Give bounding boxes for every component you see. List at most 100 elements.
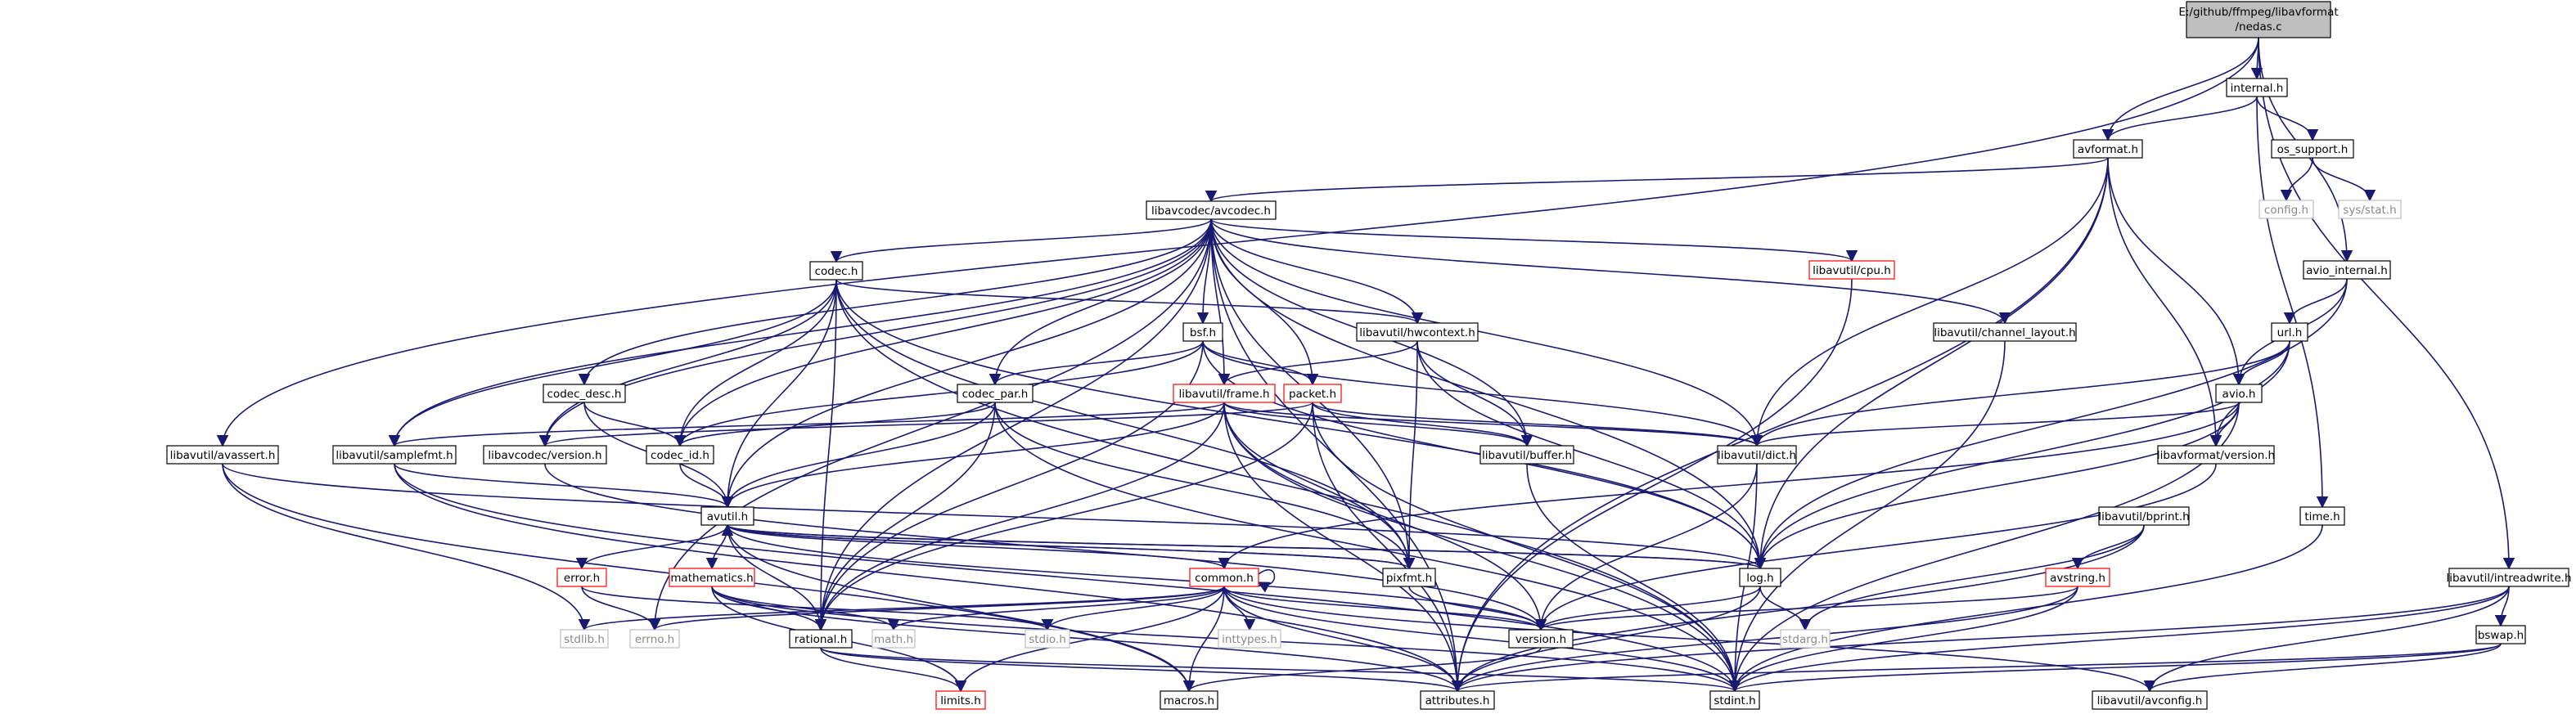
edge-packet-h-to-lavc-version-h xyxy=(539,402,1313,447)
edge-common-h-to-stdint-h xyxy=(1223,586,1741,693)
node-config-h[interactable]: config.h xyxy=(2259,200,2314,219)
edge-codec-par-h-to-pixfmt-h xyxy=(994,402,1416,570)
node-avassert-h[interactable]: libavutil/avassert.h xyxy=(166,445,279,465)
edge-codec-desc-h-to-codec-id-h xyxy=(583,402,687,447)
node-os-support-h[interactable]: os_support.h xyxy=(2271,139,2354,159)
node-inttypes-h[interactable]: inttypes.h xyxy=(1218,629,1281,649)
node-channel-layout-h[interactable]: libavutil/channel_layout.h xyxy=(1933,322,2077,342)
node-label: errno.h xyxy=(635,633,674,646)
node-avformat-h[interactable]: avformat.h xyxy=(2073,139,2143,159)
node-box xyxy=(2092,690,2208,710)
node-pixfmt-h[interactable]: pixfmt.h xyxy=(1382,568,1436,587)
node-box xyxy=(935,690,986,710)
node-box xyxy=(1508,629,1574,649)
node-avcodec-h[interactable]: libavcodec/avcodec.h xyxy=(1146,200,1277,220)
edge-mathematics-h-to-attributes-h xyxy=(711,586,1464,693)
node-label: libavutil/channel_layout.h xyxy=(1934,326,2075,339)
node-box xyxy=(1182,322,1223,342)
node-math-h[interactable]: math.h xyxy=(871,629,916,649)
edge-avio-h-to-dict-h xyxy=(1751,402,2240,447)
node-sys-stat-h[interactable]: sys/stat.h xyxy=(2338,200,2402,219)
node-time-h[interactable]: time.h xyxy=(2299,506,2345,526)
node-bsf-h[interactable]: bsf.h xyxy=(1182,322,1223,342)
node-box xyxy=(1808,260,1895,280)
node-attributes-h[interactable]: attributes.h xyxy=(1420,690,1495,710)
node-stdlib-h[interactable]: stdlib.h xyxy=(560,629,609,649)
edge-intreadwrite-h-to-stdint-h xyxy=(1728,586,2510,693)
node-stdio-h[interactable]: stdio.h xyxy=(1025,629,1070,649)
node-codec-desc-h[interactable]: codec_desc.h xyxy=(543,384,626,403)
node-label: libavutil/intreadwrite.h xyxy=(2446,572,2571,585)
edge-codec-h-to-hwcontext-h xyxy=(835,279,1423,325)
node-box xyxy=(2299,506,2345,526)
edge-codec-par-h-to-avutil-h xyxy=(721,402,996,509)
node-hwcontext-h[interactable]: libavutil/hwcontext.h xyxy=(1356,322,1479,342)
node-label: rational.h xyxy=(795,633,848,646)
edge-lavc-version-h-to-version-h xyxy=(544,463,1547,631)
node-label: common.h xyxy=(1195,572,1254,585)
node-frame-h[interactable]: libavutil/frame.h xyxy=(1173,384,1276,403)
node-avio-internal-h[interactable]: avio_internal.h xyxy=(2303,260,2391,280)
node-box xyxy=(871,629,916,649)
node-url-h[interactable]: url.h xyxy=(2271,322,2308,342)
node-dict-h[interactable]: libavutil/dict.h xyxy=(1717,445,1797,465)
edges-layer xyxy=(216,37,2515,693)
node-label: limits.h xyxy=(940,694,981,707)
node-label: time.h xyxy=(2304,510,2340,523)
node-macros-h[interactable]: macros.h xyxy=(1160,690,1218,710)
edge-common-h-to-stdlib-h xyxy=(579,586,1225,631)
node-bprint-h[interactable]: libavutil/bprint.h xyxy=(2098,506,2190,526)
node-box xyxy=(332,445,457,465)
node-codec-id-h[interactable]: codec_id.h xyxy=(646,445,714,465)
node-lavf-version-h[interactable]: libavformat/version.h xyxy=(2157,445,2275,465)
node-label: avio_internal.h xyxy=(2306,264,2388,277)
node-error-h[interactable]: error.h xyxy=(556,568,607,587)
node-mathematics-h[interactable]: mathematics.h xyxy=(669,568,755,587)
node-version-h[interactable]: version.h xyxy=(1508,629,1574,649)
node-box xyxy=(1933,322,2077,342)
node-label: stdarg.h xyxy=(1782,633,1828,646)
node-label: codec_desc.h xyxy=(547,388,622,401)
node-buffer-h[interactable]: libavutil/buffer.h xyxy=(1479,445,1574,465)
node-stdint-h[interactable]: stdint.h xyxy=(1709,690,1760,710)
node-rational-h[interactable]: rational.h xyxy=(789,629,853,649)
edge-common-h-to-attributes-h xyxy=(1223,586,1464,693)
node-codec-par-h[interactable]: codec_par.h xyxy=(957,384,1034,403)
node-intreadwrite-h[interactable]: libavutil/intreadwrite.h xyxy=(2446,568,2572,587)
edge-internal-h-to-time-h xyxy=(2256,96,2329,509)
node-codec-h[interactable]: codec.h xyxy=(809,261,863,281)
edge-hwcontext-h-to-buffer-h xyxy=(1416,340,1533,447)
node-samplefmt-h[interactable]: libavutil/samplefmt.h xyxy=(332,445,457,465)
node-label: libavcodec/avcodec.h xyxy=(1151,204,1271,218)
edge-log-h-to-version-h xyxy=(1534,586,1761,631)
node-common-h[interactable]: common.h xyxy=(1189,568,1259,587)
edge-cpu-h-to-attributes-h xyxy=(1451,278,1853,693)
node-bswap-h[interactable]: bswap.h xyxy=(2475,625,2526,644)
node-limits-h[interactable]: limits.h xyxy=(935,690,986,710)
node-avio-h[interactable]: avio.h xyxy=(2215,384,2263,403)
node-cpu-h[interactable]: libavutil/cpu.h xyxy=(1808,260,1895,280)
node-avutil-h[interactable]: avutil.h xyxy=(700,506,754,526)
node-avconfig-h[interactable]: libavutil/avconfig.h xyxy=(2092,690,2208,710)
edge-codec-h-to-rational-h xyxy=(814,279,837,631)
edge-common-h-to-stdio-h xyxy=(1041,586,1225,631)
edge-frame-h-to-avutil-h xyxy=(721,402,1225,509)
edge-avcodec-h-to-codec-desc-h xyxy=(578,218,1212,386)
node-label: libavutil/buffer.h xyxy=(1482,449,1572,462)
node-lavc-version-h[interactable]: libavcodec/version.h xyxy=(483,445,607,465)
node-label: stdint.h xyxy=(1714,694,1755,707)
edge-avcodec-h-to-codec-h xyxy=(831,218,1212,263)
node-label: libavformat/version.h xyxy=(2157,449,2275,462)
edge-samplefmt-h-to-avutil-h xyxy=(394,463,734,509)
edge-avutil-h-to-common-h xyxy=(727,524,1230,570)
node-box xyxy=(2303,260,2391,280)
node-packet-h[interactable]: packet.h xyxy=(1283,384,1342,403)
edge-avformat-h-to-lavf-version-h xyxy=(2107,157,2222,447)
node-log-h[interactable]: log.h xyxy=(1739,568,1781,587)
node-stdarg-h[interactable]: stdarg.h xyxy=(1780,629,1831,649)
node-errno-h[interactable]: errno.h xyxy=(629,629,680,649)
edge-avio-internal-h-to-log-h xyxy=(1754,278,2348,570)
edge-intreadwrite-h-to-avconfig-h xyxy=(2143,586,2510,693)
node-avstring-h[interactable]: avstring.h xyxy=(2045,568,2110,587)
node-internal-h[interactable]: internal.h xyxy=(2226,78,2288,97)
